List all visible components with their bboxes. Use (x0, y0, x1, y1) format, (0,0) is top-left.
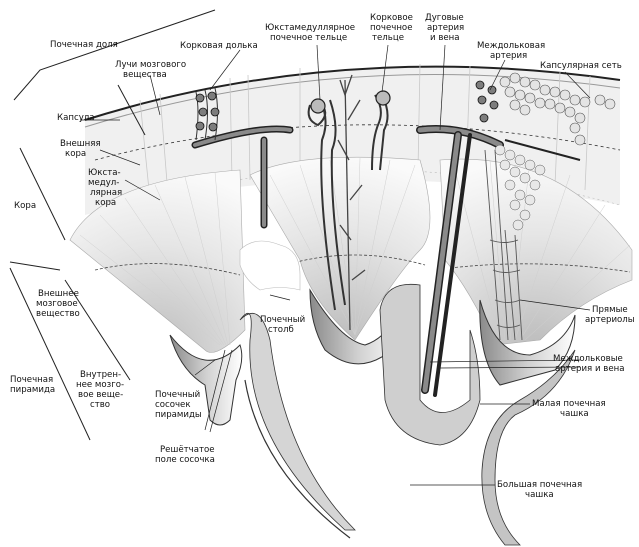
label-renal-pyramid-2: пирамида (10, 385, 55, 395)
label-vasa-recta-1: Прямые (592, 305, 628, 315)
bracket-cortex-inner (117, 84, 146, 136)
leader-lines (80, 44, 591, 486)
peritubular-network (494, 144, 546, 231)
label-major-calyx-2: чашка (525, 490, 554, 500)
renal-column (239, 240, 301, 291)
label-cortical-corpuscle-3: тельце (372, 33, 404, 43)
text-labels: Почечная доля Лучи мозгового вещества Ко… (10, 13, 635, 500)
label-medullary-rays-1: Лучи мозгового (115, 60, 186, 70)
label-juxtamed-1: Юкста- (88, 168, 121, 178)
label-kidney-lobe: Почечная доля (50, 40, 118, 50)
pyramid-left (69, 169, 246, 353)
brackets (9, 9, 216, 441)
label-major-calyx-1: Большая почечная (497, 480, 582, 490)
bracket-outer-medulla (9, 261, 61, 271)
label-renal-pyramid-1: Почечная (10, 375, 53, 385)
label-cortical-corpuscle-2: почечное (370, 23, 412, 33)
label-outer-cortex-2: кора (65, 149, 86, 159)
label-outer-medulla-2: мозговое (36, 299, 78, 309)
label-cortical-corpuscle-1: Корковое (370, 13, 413, 23)
label-minor-calyx-1: Малая почечная (532, 399, 606, 409)
calyx-left-outer (239, 313, 356, 531)
label-interlobular-artery-2: артерия (490, 51, 527, 61)
vessel-tree (337, 74, 366, 331)
label-interlobar-1: Междольковые (553, 354, 623, 364)
label-renal-papilla-2: сосочек (155, 400, 191, 410)
arcuate-vessels (191, 125, 504, 397)
bracket-cortex (19, 147, 66, 241)
minor-calyx-left (169, 334, 243, 426)
label-cortical-lobule: Корковая долька (180, 41, 258, 51)
capsular-network (499, 72, 616, 146)
label-outer-medulla-1: Внешнее (38, 289, 79, 299)
pyramid-right (439, 158, 633, 346)
label-juxta-corpuscle-1: Юкстамедуллярное (265, 23, 355, 33)
bracket-inner-medulla (64, 279, 131, 381)
label-juxtamed-4: кора (95, 198, 116, 208)
label-inner-medulla-2: нее мозго- (76, 380, 124, 390)
label-inner-medulla-1: Внутрен- (80, 370, 121, 380)
major-calyx (481, 349, 576, 546)
label-arcuate-1: Дуговые (425, 13, 464, 23)
label-outer-cortex-1: Внешняя (60, 139, 101, 149)
label-arcuate-2: артерия (427, 23, 464, 33)
label-renal-column-2: столб (268, 325, 294, 335)
pyramid-middle (249, 156, 431, 341)
label-renal-papilla-3: пирамиды (155, 410, 202, 420)
label-capsular-net: Капсулярная сеть (540, 61, 622, 71)
bracket-renal-pyramid (9, 267, 91, 441)
label-interlobar-2: артерия и вена (555, 364, 625, 374)
label-outer-medulla-3: вещество (36, 309, 80, 319)
label-juxta-corpuscle-2: почечное тельце (270, 33, 347, 43)
label-juxtamed-3: лярная (90, 188, 122, 198)
minor-calyx-right (479, 299, 576, 386)
label-juxtamed-2: медул- (88, 178, 119, 188)
glomeruli-left (195, 91, 220, 132)
calyx-middle-inner (379, 283, 481, 446)
label-arcuate-3: и вена (430, 33, 460, 43)
label-cribriform-2: поле сосочка (155, 455, 215, 465)
label-medullary-rays-2: вещества (123, 70, 167, 80)
label-interlobular-artery-1: Междольковая (477, 41, 545, 51)
label-cortex: Кора (14, 201, 36, 211)
bracket-kidney-lobe (13, 9, 216, 101)
label-renal-column-1: Почечный (260, 315, 305, 325)
vasa-recta (484, 149, 523, 341)
label-renal-papilla-1: Почечный (155, 390, 200, 400)
label-minor-calyx-2: чашка (560, 409, 589, 419)
label-capsule: Капсула (57, 113, 95, 123)
cortex-border-dashed (94, 124, 621, 161)
label-inner-medulla-3: вое веще- (78, 390, 123, 400)
label-cribriform-1: Решётчатое (160, 445, 215, 455)
label-vasa-recta-2: артериолы (585, 315, 635, 325)
label-inner-medulla-4: ство (90, 400, 110, 410)
juxtamedullary-nephron (307, 99, 346, 311)
